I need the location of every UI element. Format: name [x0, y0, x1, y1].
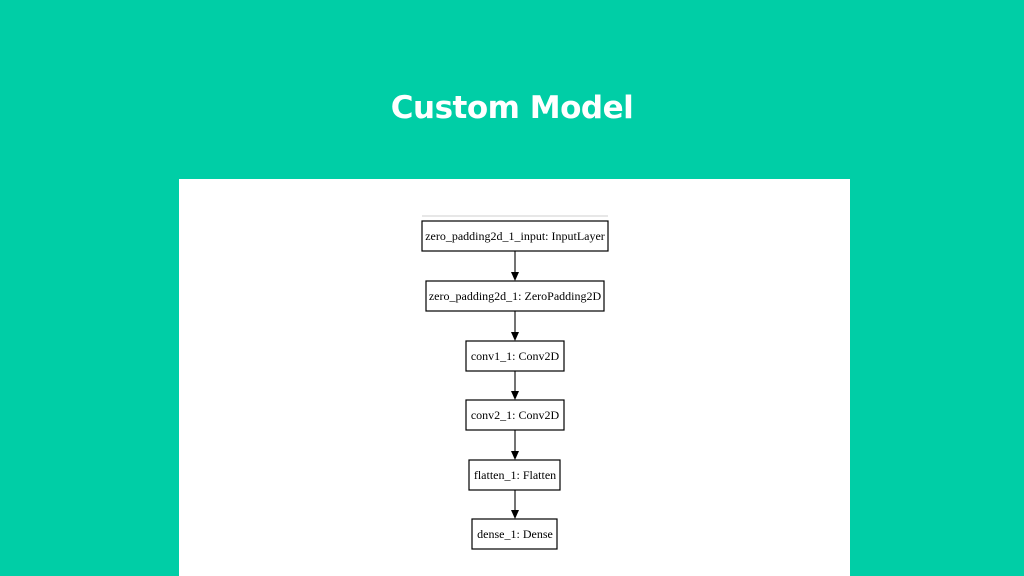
layer-node-label: dense_1: Dense	[477, 527, 553, 541]
layer-node-input: zero_padding2d_1_input: InputLayer	[421, 220, 609, 252]
layer-node-zeropadding: zero_padding2d_1: ZeroPadding2D	[425, 280, 605, 312]
diagram-panel: zero_padding2d_1_input: InputLayer zero_…	[179, 179, 850, 576]
layer-node-flatten: flatten_1: Flatten	[468, 459, 561, 491]
edge-arrow	[511, 490, 519, 519]
layer-node-dense: dense_1: Dense	[471, 518, 558, 550]
model-graph: zero_padding2d_1_input: InputLayer zero_…	[421, 215, 609, 550]
edge-arrow	[511, 371, 519, 400]
slide-title: Custom Model	[390, 90, 634, 126]
layer-node-label: flatten_1: Flatten	[474, 468, 556, 482]
layer-node-conv1: conv1_1: Conv2D	[465, 340, 565, 372]
edge-arrow	[511, 251, 519, 281]
layer-node-conv2: conv2_1: Conv2D	[465, 399, 565, 431]
layer-node-label: zero_padding2d_1: ZeroPadding2D	[429, 289, 602, 303]
layer-node-label: conv2_1: Conv2D	[471, 408, 560, 422]
layer-node-label: zero_padding2d_1_input: InputLayer	[425, 229, 605, 243]
layer-node-label: conv1_1: Conv2D	[471, 349, 560, 363]
edge-arrow	[511, 311, 519, 341]
edge-arrow	[511, 430, 519, 460]
